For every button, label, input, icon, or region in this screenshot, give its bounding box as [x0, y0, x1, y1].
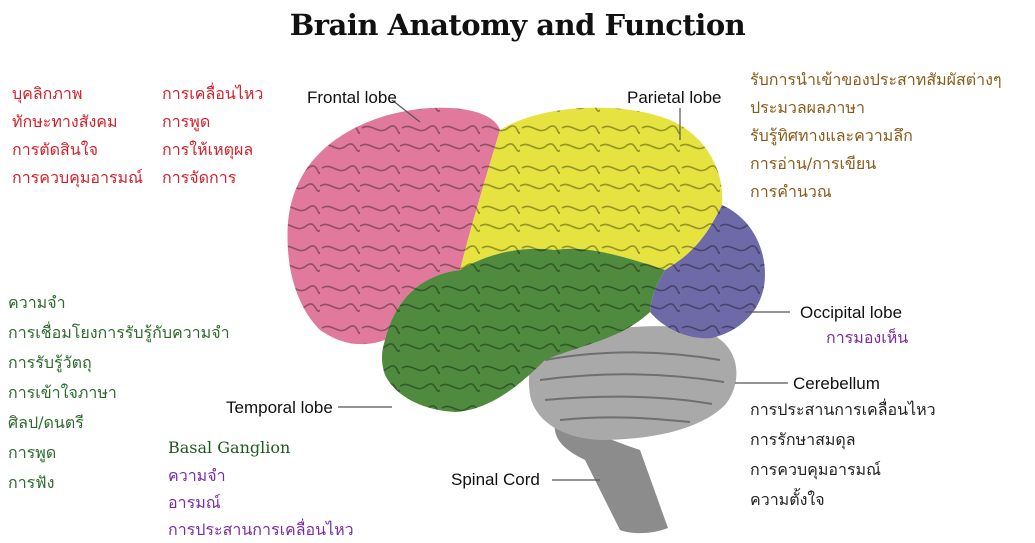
basal-ganglion-block: Basal Ganglion ความจำ อารมณ์ การประสานกา…: [168, 438, 354, 543]
list-item: ศิลป/ดนตรี: [8, 408, 230, 438]
list-item: ทักษะทางสังคม: [12, 108, 143, 136]
frontal-functions-right: การเคลื่อนไหว การพูด การให้เหตุผล การจัด…: [162, 80, 263, 192]
list-item: การคำนวณ: [750, 178, 1002, 206]
list-item: การประสานการเคลื่อนไหว: [168, 516, 354, 543]
frontal-functions-left: บุคลิกภาพ ทักษะทางสังคม การตัดสินใจ การค…: [12, 80, 143, 192]
list-item: การจัดการ: [162, 164, 263, 192]
list-item: การให้เหตุผล: [162, 136, 263, 164]
list-item: รับการนำเข้าของประสาทสัมผัสต่างๆ: [750, 66, 1002, 94]
list-item: การเข้าใจภาษา: [8, 378, 230, 408]
basal-ganglion-heading: Basal Ganglion: [168, 438, 354, 462]
parietal-functions: รับการนำเข้าของประสาทสัมผัสต่างๆ ประมวลผ…: [750, 66, 1002, 206]
parietal-lobe-label: Parietal lobe: [627, 88, 722, 108]
list-item: การควบคุมอารมณ์: [750, 455, 936, 485]
list-item: การมองเห็น: [826, 324, 908, 352]
list-item: รับรู้ทิศทางและความลึก: [750, 122, 1002, 150]
occipital-lobe-label: Occipital lobe: [800, 303, 902, 323]
list-item: การรักษาสมดุล: [750, 425, 936, 455]
list-item: ประมวลผลภาษา: [750, 94, 1002, 122]
spinal-cord-label: Spinal Cord: [451, 470, 540, 490]
list-item: ความตั้งใจ: [750, 485, 936, 515]
list-item: ความจำ: [8, 288, 230, 318]
list-item: การประสานการเคลื่อนไหว: [750, 395, 936, 425]
cerebellum-label: Cerebellum: [793, 374, 880, 394]
frontal-lobe-label: Frontal lobe: [307, 88, 397, 108]
list-item: การควบคุมอารมณ์: [12, 164, 143, 192]
cerebellum-functions: การประสานการเคลื่อนไหว การรักษาสมดุล การ…: [750, 395, 936, 515]
list-item: การเชื่อมโยงการรับรู้กับความจำ: [8, 318, 230, 348]
list-item: การรับรู้วัตถุ: [8, 348, 230, 378]
temporal-lobe-label: Temporal lobe: [226, 398, 333, 418]
list-item: การอ่าน/การเขียน: [750, 150, 1002, 178]
list-item: บุคลิกภาพ: [12, 80, 143, 108]
list-item: การพูด: [162, 108, 263, 136]
list-item: อารมณ์: [168, 489, 354, 516]
occipital-functions: การมองเห็น: [826, 324, 908, 352]
list-item: การตัดสินใจ: [12, 136, 143, 164]
list-item: ความจำ: [168, 462, 354, 489]
list-item: การเคลื่อนไหว: [162, 80, 263, 108]
